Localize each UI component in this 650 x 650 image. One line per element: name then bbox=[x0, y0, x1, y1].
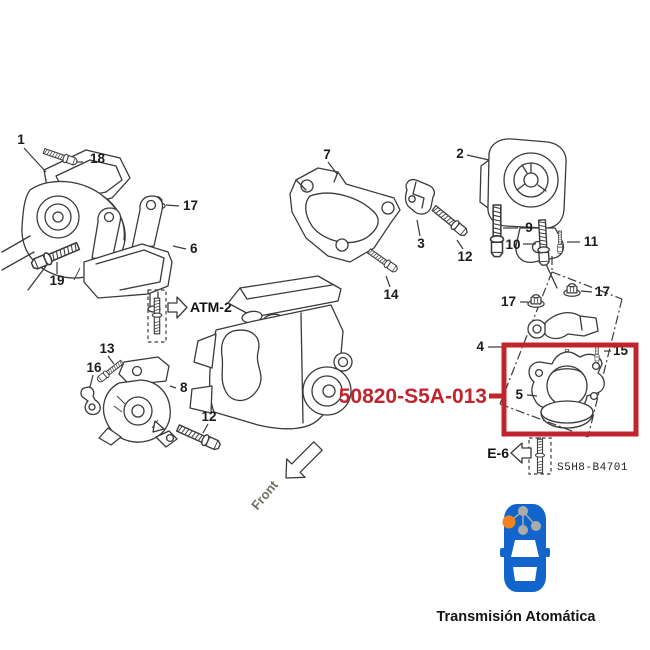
part-8-mount bbox=[98, 356, 178, 448]
car-mirror-left bbox=[500, 548, 505, 557]
callout-17b: 17 bbox=[501, 294, 516, 309]
front-arrow-icon bbox=[285, 441, 323, 479]
atm2-label: ATM-2 bbox=[190, 299, 232, 315]
callout-7: 7 bbox=[323, 147, 331, 162]
callout-9: 9 bbox=[525, 220, 533, 235]
nut-17-b bbox=[527, 294, 545, 308]
mount-position-dot bbox=[518, 506, 528, 516]
mount-position-dot-highlighted bbox=[502, 515, 516, 529]
callout-8: 8 bbox=[180, 380, 188, 395]
bolt-9 bbox=[489, 204, 505, 258]
stamp-code: S5H8-B4701 bbox=[557, 462, 628, 474]
callout-14: 14 bbox=[383, 287, 399, 302]
callout-18: 18 bbox=[90, 151, 106, 166]
callout-12r: 12 bbox=[457, 249, 472, 264]
callout-17a: 17 bbox=[183, 198, 198, 213]
car-top-view-icon bbox=[500, 504, 550, 592]
e6-arrow-icon bbox=[510, 442, 532, 464]
bolt-12-left bbox=[175, 422, 223, 453]
part-16-stay bbox=[80, 386, 101, 416]
part-7-bracket bbox=[289, 167, 401, 263]
bolt-11 bbox=[556, 230, 564, 254]
mount-5-assembly: 17 17 4 5 15 bbox=[476, 256, 629, 444]
callout-4: 4 bbox=[476, 339, 484, 354]
atm2-dashed-box bbox=[147, 289, 167, 343]
callout-16: 16 bbox=[86, 360, 102, 375]
callout-11: 11 bbox=[584, 234, 599, 249]
atm2-stud bbox=[151, 297, 163, 335]
car-rear-window bbox=[513, 567, 537, 581]
part-3-bracket bbox=[404, 178, 435, 215]
mount-position-dot bbox=[518, 525, 528, 535]
callout-17c: 17 bbox=[595, 284, 610, 299]
callout-5: 5 bbox=[515, 387, 523, 402]
part-5-mount bbox=[528, 349, 605, 429]
e6-stud bbox=[535, 438, 545, 474]
front-label: Front bbox=[248, 477, 281, 513]
nut-17-c bbox=[563, 283, 581, 297]
part-6-bracket bbox=[83, 195, 173, 313]
legend-caption: Transmisión Atomática bbox=[436, 609, 596, 625]
callout-13: 13 bbox=[99, 341, 115, 356]
car-windshield bbox=[511, 540, 539, 557]
atm2-arrow-icon bbox=[167, 296, 188, 319]
callout-12l: 12 bbox=[201, 409, 216, 424]
highlighted-part-number: 50820-S5A-013 bbox=[339, 385, 487, 408]
e6-label: E-6 bbox=[487, 445, 509, 461]
bolt-12-right bbox=[430, 203, 470, 239]
bolt-14 bbox=[366, 247, 400, 275]
part-4-bracket bbox=[527, 312, 599, 340]
callout-2: 2 bbox=[456, 146, 464, 161]
callout-6: 6 bbox=[190, 241, 198, 256]
car-mirror-right bbox=[545, 548, 550, 557]
callout-10: 10 bbox=[505, 237, 520, 252]
mount-position-dot bbox=[531, 521, 541, 531]
highlight-box bbox=[501, 342, 639, 437]
callout-1: 1 bbox=[17, 132, 25, 147]
engine bbox=[189, 275, 353, 430]
callout-3: 3 bbox=[417, 236, 425, 251]
callout-19: 19 bbox=[49, 273, 64, 288]
